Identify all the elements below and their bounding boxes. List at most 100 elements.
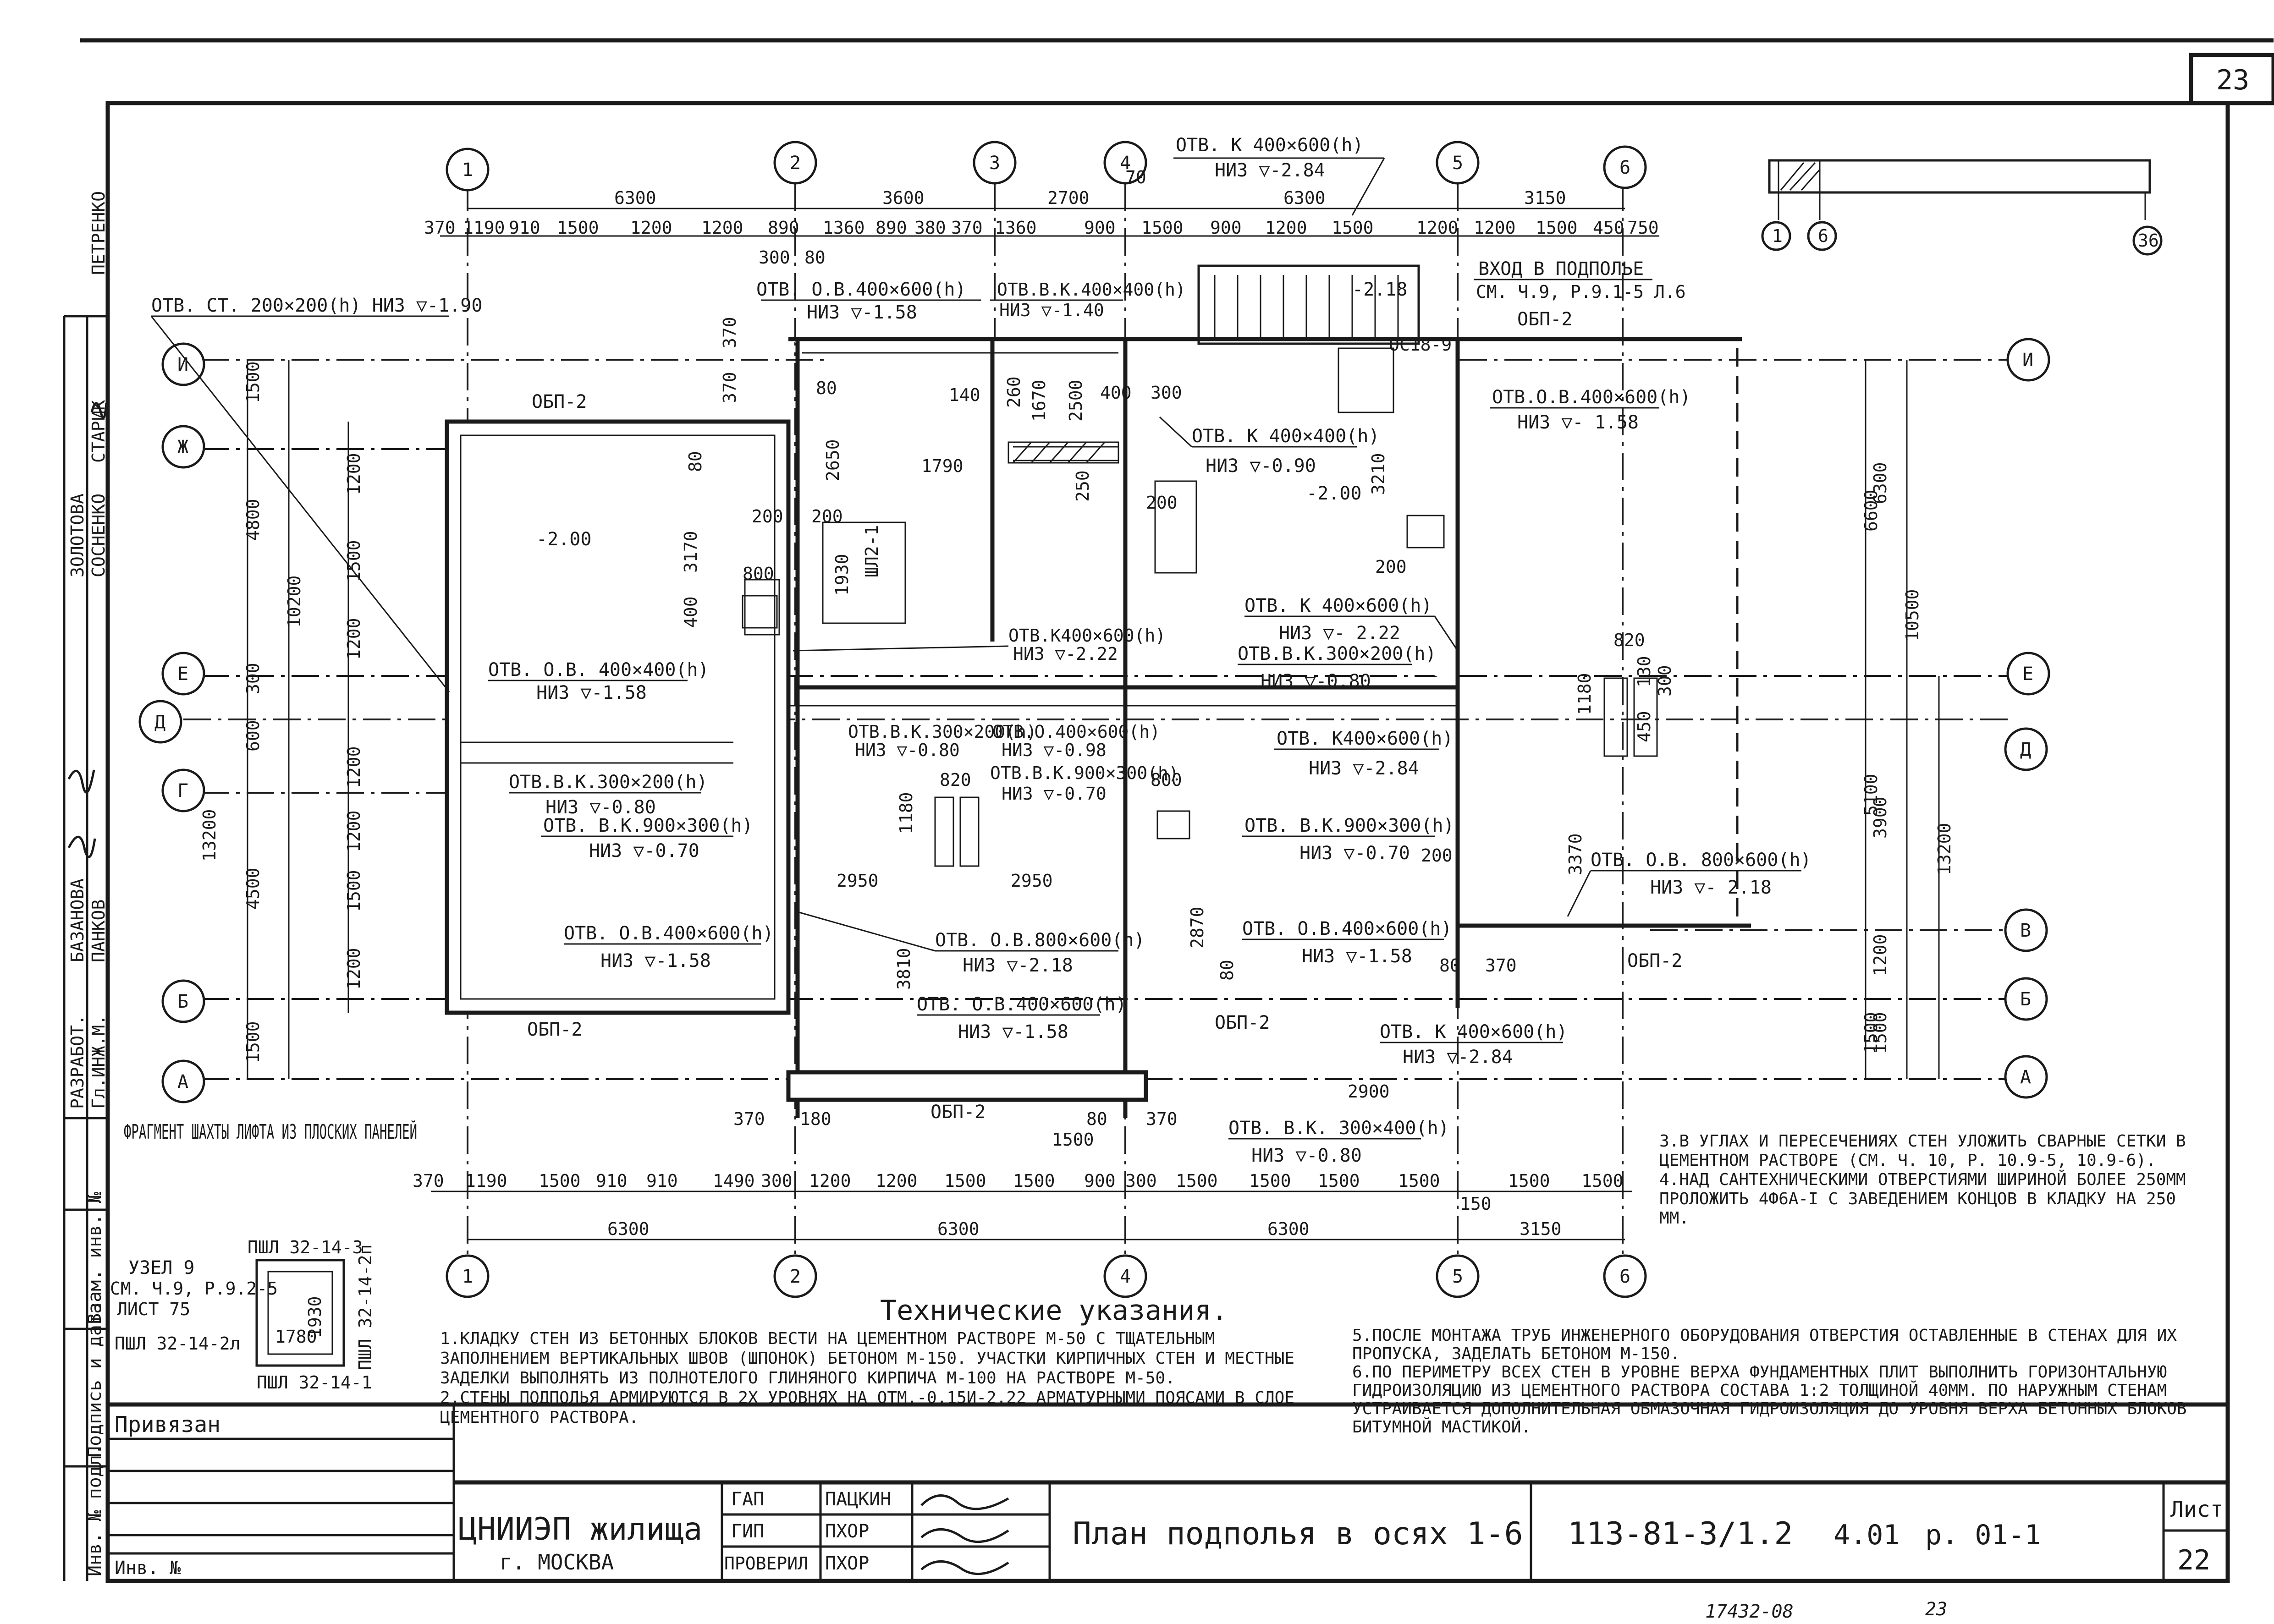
dim-interior-17: 200	[752, 506, 783, 527]
axis-bubble-col-5-top	[1436, 141, 1480, 185]
lift-node-label: УЗЕЛ 9	[128, 1257, 195, 1278]
dim-left-chain-1: 1200	[344, 453, 364, 495]
dim-bottom-total-1: 6300	[607, 1219, 650, 1239]
role-1-name: ПАЦКИН	[825, 1489, 892, 1510]
dim-interior-15: 1790	[921, 456, 964, 476]
dim-interior-26: 820	[940, 770, 971, 790]
dim-interior-30: 80	[1217, 960, 1237, 981]
opening-label-14: ОТВ.В.К.300×200(h)	[509, 772, 707, 793]
drawing-code: 113-81-3/1.2	[1568, 1516, 1793, 1552]
dim-bottom-chain-4: 910	[596, 1171, 628, 1191]
dim-bottom-chain-6: 1490	[713, 1171, 755, 1191]
strip-role-5: ЗОЛОТОВА	[67, 494, 88, 577]
strip-signature-1	[67, 769, 95, 794]
axis-bubble-row-B-left	[161, 979, 205, 1023]
dim-top-small-3: 70	[1125, 167, 1146, 187]
left-dimensions: 1500 4800 300 600 4500 1500 13200 10200 …	[199, 360, 364, 1079]
opening-level-9: НИЗ ▽-0.80	[855, 740, 960, 760]
axis-label-col-2-top: 2	[790, 153, 801, 174]
axis-label-row-D-left: Д	[154, 712, 165, 733]
dim-bottom-small-1: 150	[1460, 1194, 1492, 1214]
dim-interior-18: 200	[811, 506, 843, 527]
opening-label-15: ОТВ. В.К.900×300(h)	[543, 815, 753, 836]
lift-node-ref: СМ. Ч.9, Р.9.2-5	[110, 1278, 278, 1299]
opening-label-9: ОТВ.В.К.300×200(h)	[848, 722, 1037, 742]
opening-level-16: НИЗ ▽-0.70	[1299, 843, 1410, 864]
axis-label-row-A-left: А	[177, 1071, 188, 1092]
interior-dimensions: 370 370 80 80 140 260 2500 1670 400 300 …	[681, 317, 1675, 990]
axis-bubble-col-5-bottom	[1436, 1254, 1480, 1298]
lift-fragment: ФРАГМЕНТ ШАХТЫ ЛИФТА ИЗ ПЛОСКИХ ПАНЕЛЕЙ …	[110, 1119, 417, 1393]
dim-interior-32: 200	[1421, 845, 1453, 866]
lift-panel-2: ПШЛ 32-14-2п	[355, 1244, 375, 1370]
axis-bubble-row-A-left	[161, 1059, 205, 1103]
dim-top-chain-3: 910	[509, 218, 540, 238]
strip-role-3: СОСНЕНКО	[88, 494, 109, 577]
opening-level-1: НИЗ ▽-2.84	[1215, 160, 1325, 181]
dim-left-span-2: 4800	[243, 499, 263, 541]
axis-bubble-row-E-left	[161, 652, 205, 696]
dim-bottom-chain-12: 900	[1084, 1171, 1116, 1191]
dim-bottom-chain-11: 1500	[1013, 1171, 1055, 1191]
opening-level-24: НИЗ ▽- 1.58	[1517, 412, 1639, 433]
dim-top-total-1: 6300	[614, 188, 656, 208]
axis-bubble-row-D-right	[2004, 727, 2048, 771]
dim-left-span-6: 1500	[243, 1021, 263, 1063]
dim-interior-39: 80	[1439, 955, 1460, 976]
role-3: ПРОВЕРИЛ	[724, 1553, 808, 1574]
role-2: ГИП	[731, 1521, 764, 1542]
axis-bubble-row-A-right	[2004, 1055, 2048, 1099]
detail-axis-label-6: 6	[1818, 226, 1828, 246]
axis-label-col-1-bottom: 1	[462, 1266, 473, 1287]
opening-level-7: НИЗ ▽- 2.22	[1279, 623, 1400, 644]
dim-left-chain-6: 1500	[344, 870, 364, 912]
dim-interior-9: 400	[1100, 383, 1132, 403]
opening-label-8: ОТВ. О.В. 400×400(h)	[488, 659, 709, 680]
dim-bottom-chain-18: 1500	[1508, 1171, 1550, 1191]
dim-top-chain-21: 450	[1593, 218, 1624, 238]
dim-bottom-small-3: 180	[800, 1109, 831, 1129]
note-2: 2.СТЕНЫ ПОДПОЛЬЯ АРМИРУЮТСЯ В 2Х УРОВНЯХ…	[440, 1388, 1294, 1427]
dim-top-chain-7: 890	[768, 218, 799, 238]
dim-top-chain-18: 1200	[1416, 218, 1459, 238]
org-city: г. МОСКВА	[500, 1550, 614, 1575]
entrance-ref: СМ. Ч.9, Р.9.1-5 Л.6	[1476, 282, 1686, 302]
axis-bubble-row-G-left	[161, 768, 205, 812]
dim-interior-13: 200	[1146, 493, 1178, 513]
dim-bottom-chain-3: 1500	[539, 1171, 581, 1191]
dim-top-total-4: 6300	[1283, 188, 1326, 208]
dim-right-span-1: 6600	[1861, 489, 1881, 532]
lift-node-sheet: ЛИСТ 75	[117, 1299, 190, 1319]
axis-label-col-2-bottom: 2	[790, 1266, 801, 1287]
axis-bubble-row-Zh-left	[161, 425, 205, 469]
detail-axis-36	[2132, 225, 2163, 256]
axis-label-row-D-right: Д	[2020, 739, 2031, 760]
dim-interior-27: 800	[1151, 770, 1182, 790]
axis-bubble-col-4-bottom	[1103, 1254, 1147, 1298]
dim-bottom-chain-19: 1500	[1581, 1171, 1624, 1191]
dim-top-chain-20: 1500	[1536, 218, 1578, 238]
dim-top-chain-5: 1200	[630, 218, 672, 238]
dim-interior-20: 800	[743, 564, 774, 584]
walls	[445, 264, 1751, 1118]
bottom-stamp: 17432-08	[1705, 1601, 1794, 1622]
detail-axis-6	[1807, 221, 1837, 251]
opening-label-2: ОТВ. СТ. 200×200(h) НИЗ ▽-1.90	[151, 295, 482, 316]
opening-label-5: ОТВ. К 400×400(h)	[1192, 426, 1379, 447]
dim-interior-28: 3810	[894, 948, 914, 990]
title-block: Привязан Инв. № ЦНИИЭП жилища г. МОСКВА …	[105, 1402, 2230, 1583]
dim-interior-29: 2870	[1187, 906, 1207, 949]
dim-top-total-3: 2700	[1047, 188, 1090, 208]
bottom-dimensions: 370 1190 1500 910 910 1490 300 1200 1200…	[413, 1081, 1632, 1240]
entrance-label: ВХОД В ПОДПОЛЬЕ	[1478, 258, 1644, 280]
strip-signature-2	[67, 835, 96, 858]
axis-label-row-E-right: Е	[2022, 664, 2033, 685]
strip-role-13: БАЗАНОВА	[67, 878, 88, 962]
dim-top-chain-14: 1500	[1141, 218, 1184, 238]
dim-bottom-small-5: 370	[1146, 1109, 1178, 1129]
opening-label-23: ОТВ. В.К. 300×400(h)	[1228, 1118, 1449, 1139]
dim-top-chain-2: 1190	[463, 218, 505, 238]
dim-left-chain-7: 1200	[344, 948, 364, 990]
dim-left-chain-4: 1200	[344, 746, 364, 788]
beam-label-2: ОБП-2	[527, 1019, 582, 1040]
